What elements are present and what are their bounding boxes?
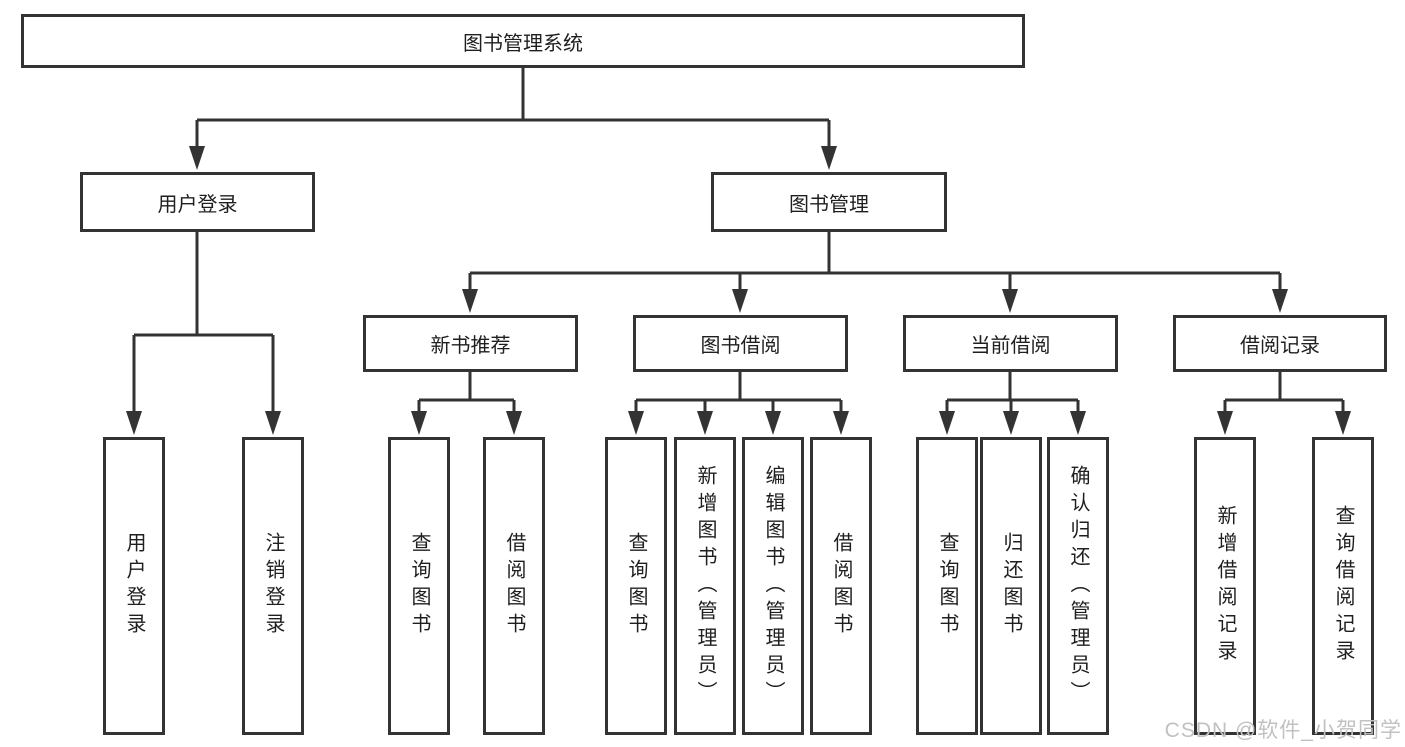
leaf-logout: 注销登录 [242,437,304,735]
leaf-borrow-books-recommend: 借阅图书 [483,437,545,735]
node-new-book-recommendation: 新书推荐 [363,315,578,372]
csdn-watermark: CSDN @软件_小贺同学 [1164,719,1402,742]
node-current-borrowing: 当前借阅 [903,315,1118,372]
arrowheads-root-to-branches [189,146,837,170]
node-borrowing-records: 借阅记录 [1173,315,1387,372]
leaf-return-books: 归还图书 [980,437,1042,735]
leaf-edit-books-admin: 编辑图书（管理员） [742,437,804,735]
arrowheads-modules [462,289,1288,313]
node-book-management: 图书管理 [711,172,947,232]
leaf-add-borrow-record: 新增借阅记录 [1194,437,1256,735]
connector-module-borrow-leaves [634,372,843,417]
connector-user-login-to-leaves [132,232,275,417]
leaf-query-books-current: 查询图书 [916,437,978,735]
connector-module-current-leaves [945,372,1080,417]
leaf-add-books-admin: 新增图书（管理员） [674,437,736,735]
node-book-borrowing: 图书借阅 [633,315,848,372]
leaf-query-books-recommend: 查询图书 [388,437,450,735]
connector-book-management-to-modules [468,232,1282,295]
arrowheads-module-borrow [628,411,849,435]
arrowheads-module-current [939,411,1086,435]
arrowheads-module-records [1217,411,1351,435]
connector-module-recommend-leaves [417,372,516,417]
leaf-query-books-borrow: 查询图书 [605,437,667,735]
arrowheads-user-login-leaves [126,411,281,435]
leaf-borrow-books: 借阅图书 [810,437,872,735]
leaf-query-borrow-record: 查询借阅记录 [1312,437,1374,735]
node-root-book-management-system: 图书管理系统 [21,14,1025,68]
leaf-confirm-return-admin: 确认归还（管理员） [1047,437,1109,735]
connector-module-records-leaves [1223,372,1345,417]
leaf-user-login: 用户登录 [103,437,165,735]
connector-root-to-branches [195,68,831,152]
node-user-login: 用户登录 [80,172,315,232]
arrowheads-module-recommend [411,411,522,435]
